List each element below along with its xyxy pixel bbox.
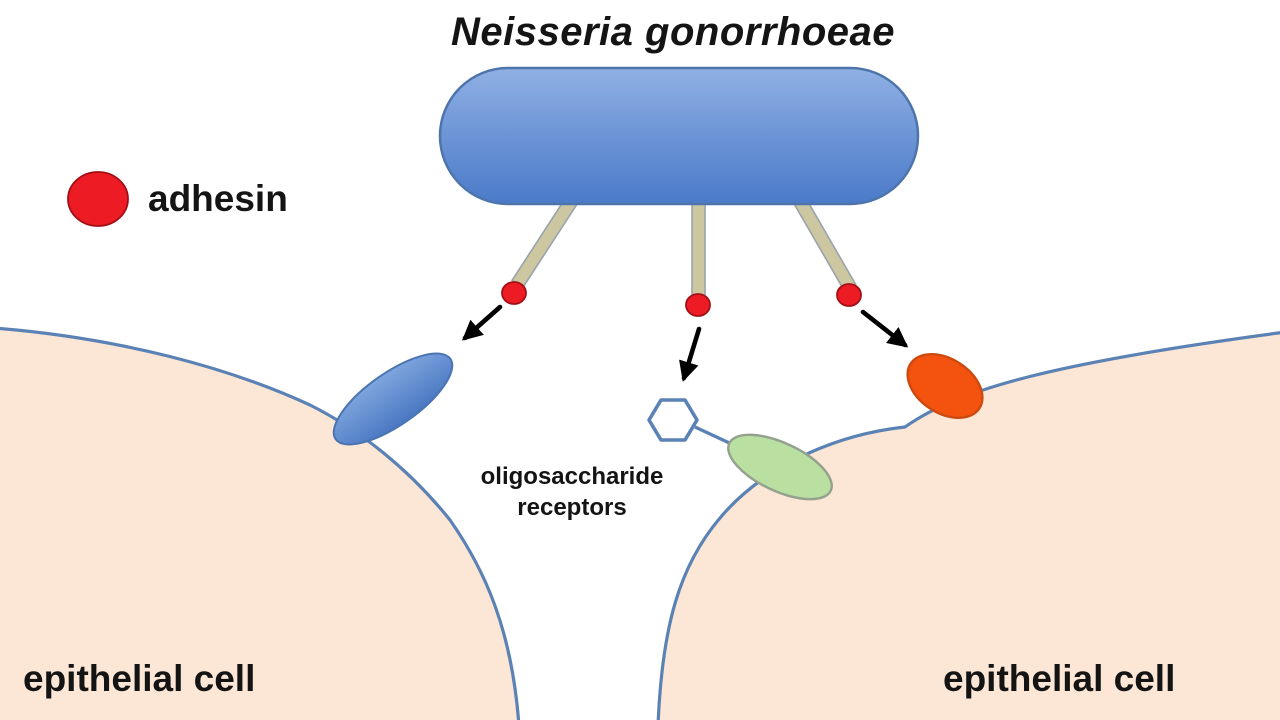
adhesin-right — [836, 283, 862, 307]
oligosaccharide-receptors-line2: receptors — [517, 494, 627, 521]
arrow-middle-icon — [679, 326, 702, 382]
adhesin-middle — [685, 293, 711, 317]
adhesin-legend-swatch — [67, 171, 129, 227]
blue-receptor — [332, 352, 454, 446]
green-receptor — [727, 433, 833, 501]
epithelial-cell-left-label: epithelial cell — [23, 658, 256, 699]
oligosaccharide-receptors-label: oligosaccharide receptors — [418, 461, 726, 523]
arrow-left-icon — [461, 304, 503, 341]
epithelial-cell-right-label: epithelial cell — [943, 658, 1176, 699]
oligosaccharide-hexagon — [647, 398, 699, 442]
pilus-middle — [691, 197, 706, 299]
pilus-left — [510, 195, 579, 289]
orange-receptor — [906, 352, 984, 420]
oligosaccharide-receptors-line1: oligosaccharide — [480, 463, 664, 490]
adhesin-label: adhesin — [148, 178, 288, 219]
left-epithelial-cell-shape — [0, 326, 521, 720]
arrow-right-icon — [860, 309, 909, 348]
right-epithelial-cell-shape — [656, 331, 1280, 720]
pilus-right — [793, 196, 857, 292]
adhesin-legend-ellipse — [67, 171, 129, 227]
adhesin-left — [501, 281, 527, 305]
diagram-title: Neisseria gonorrhoeae — [451, 10, 895, 54]
bacterium-body — [438, 66, 920, 206]
